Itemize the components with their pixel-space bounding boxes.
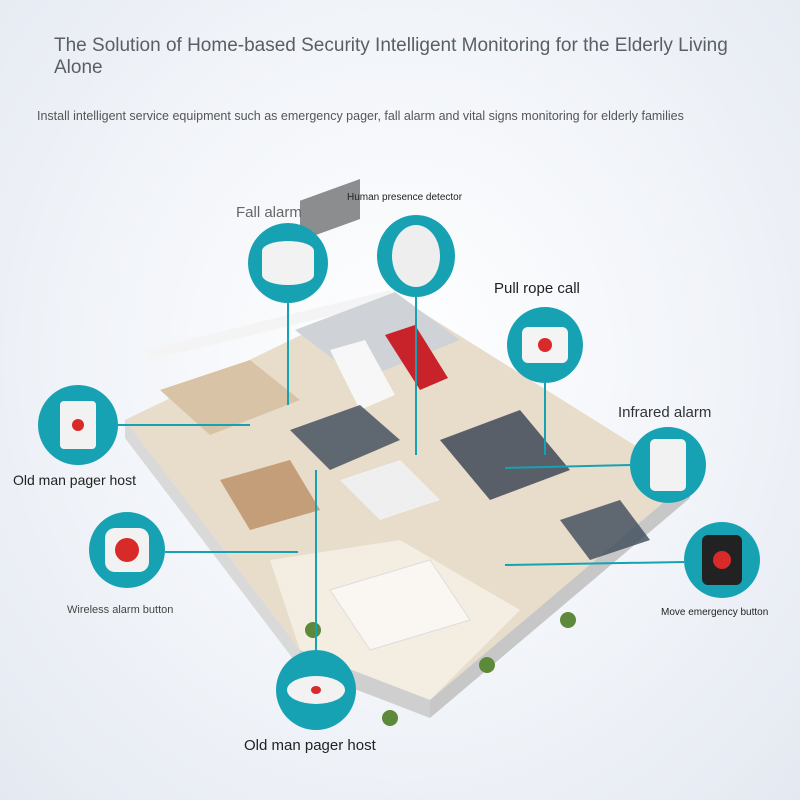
human-presence-device bbox=[377, 215, 455, 297]
pager-host-icon bbox=[60, 401, 96, 449]
pull-rope-icon bbox=[522, 327, 568, 363]
sos-button-icon bbox=[702, 535, 742, 585]
fall-alarm-icon bbox=[262, 241, 314, 285]
pager-host-hub-icon bbox=[287, 676, 345, 704]
pager-host-left-device bbox=[38, 385, 118, 465]
label-pull-rope: Pull rope call bbox=[494, 280, 580, 297]
wireless-button-icon bbox=[105, 528, 149, 572]
connector-lines bbox=[118, 296, 685, 650]
infrared-device bbox=[630, 427, 706, 503]
label-pager-host-left: Old man pager host bbox=[13, 472, 136, 488]
page-subtitle: Install intelligent service equipment su… bbox=[37, 109, 684, 123]
label-infrared: Infrared alarm bbox=[618, 404, 712, 421]
page-title: The Solution of Home-based Security Inte… bbox=[54, 35, 728, 78]
wireless-button-device bbox=[89, 512, 165, 588]
presence-detector-icon bbox=[392, 225, 440, 287]
fall-alarm-device bbox=[248, 223, 328, 303]
pager-host-bottom-device bbox=[276, 650, 356, 730]
pull-rope-device bbox=[507, 307, 583, 383]
label-wireless-button: Wireless alarm button bbox=[67, 604, 174, 616]
label-pager-host-bottom: Old man pager host bbox=[244, 737, 376, 754]
infrared-sensor-icon bbox=[650, 439, 686, 491]
white-car bbox=[330, 340, 395, 410]
move-emergency-device bbox=[684, 522, 760, 598]
label-move-emergency: Move emergency button bbox=[661, 607, 769, 618]
label-fall-alarm: Fall alarm bbox=[236, 204, 302, 221]
label-human-presence: Human presence detector bbox=[347, 192, 463, 203]
